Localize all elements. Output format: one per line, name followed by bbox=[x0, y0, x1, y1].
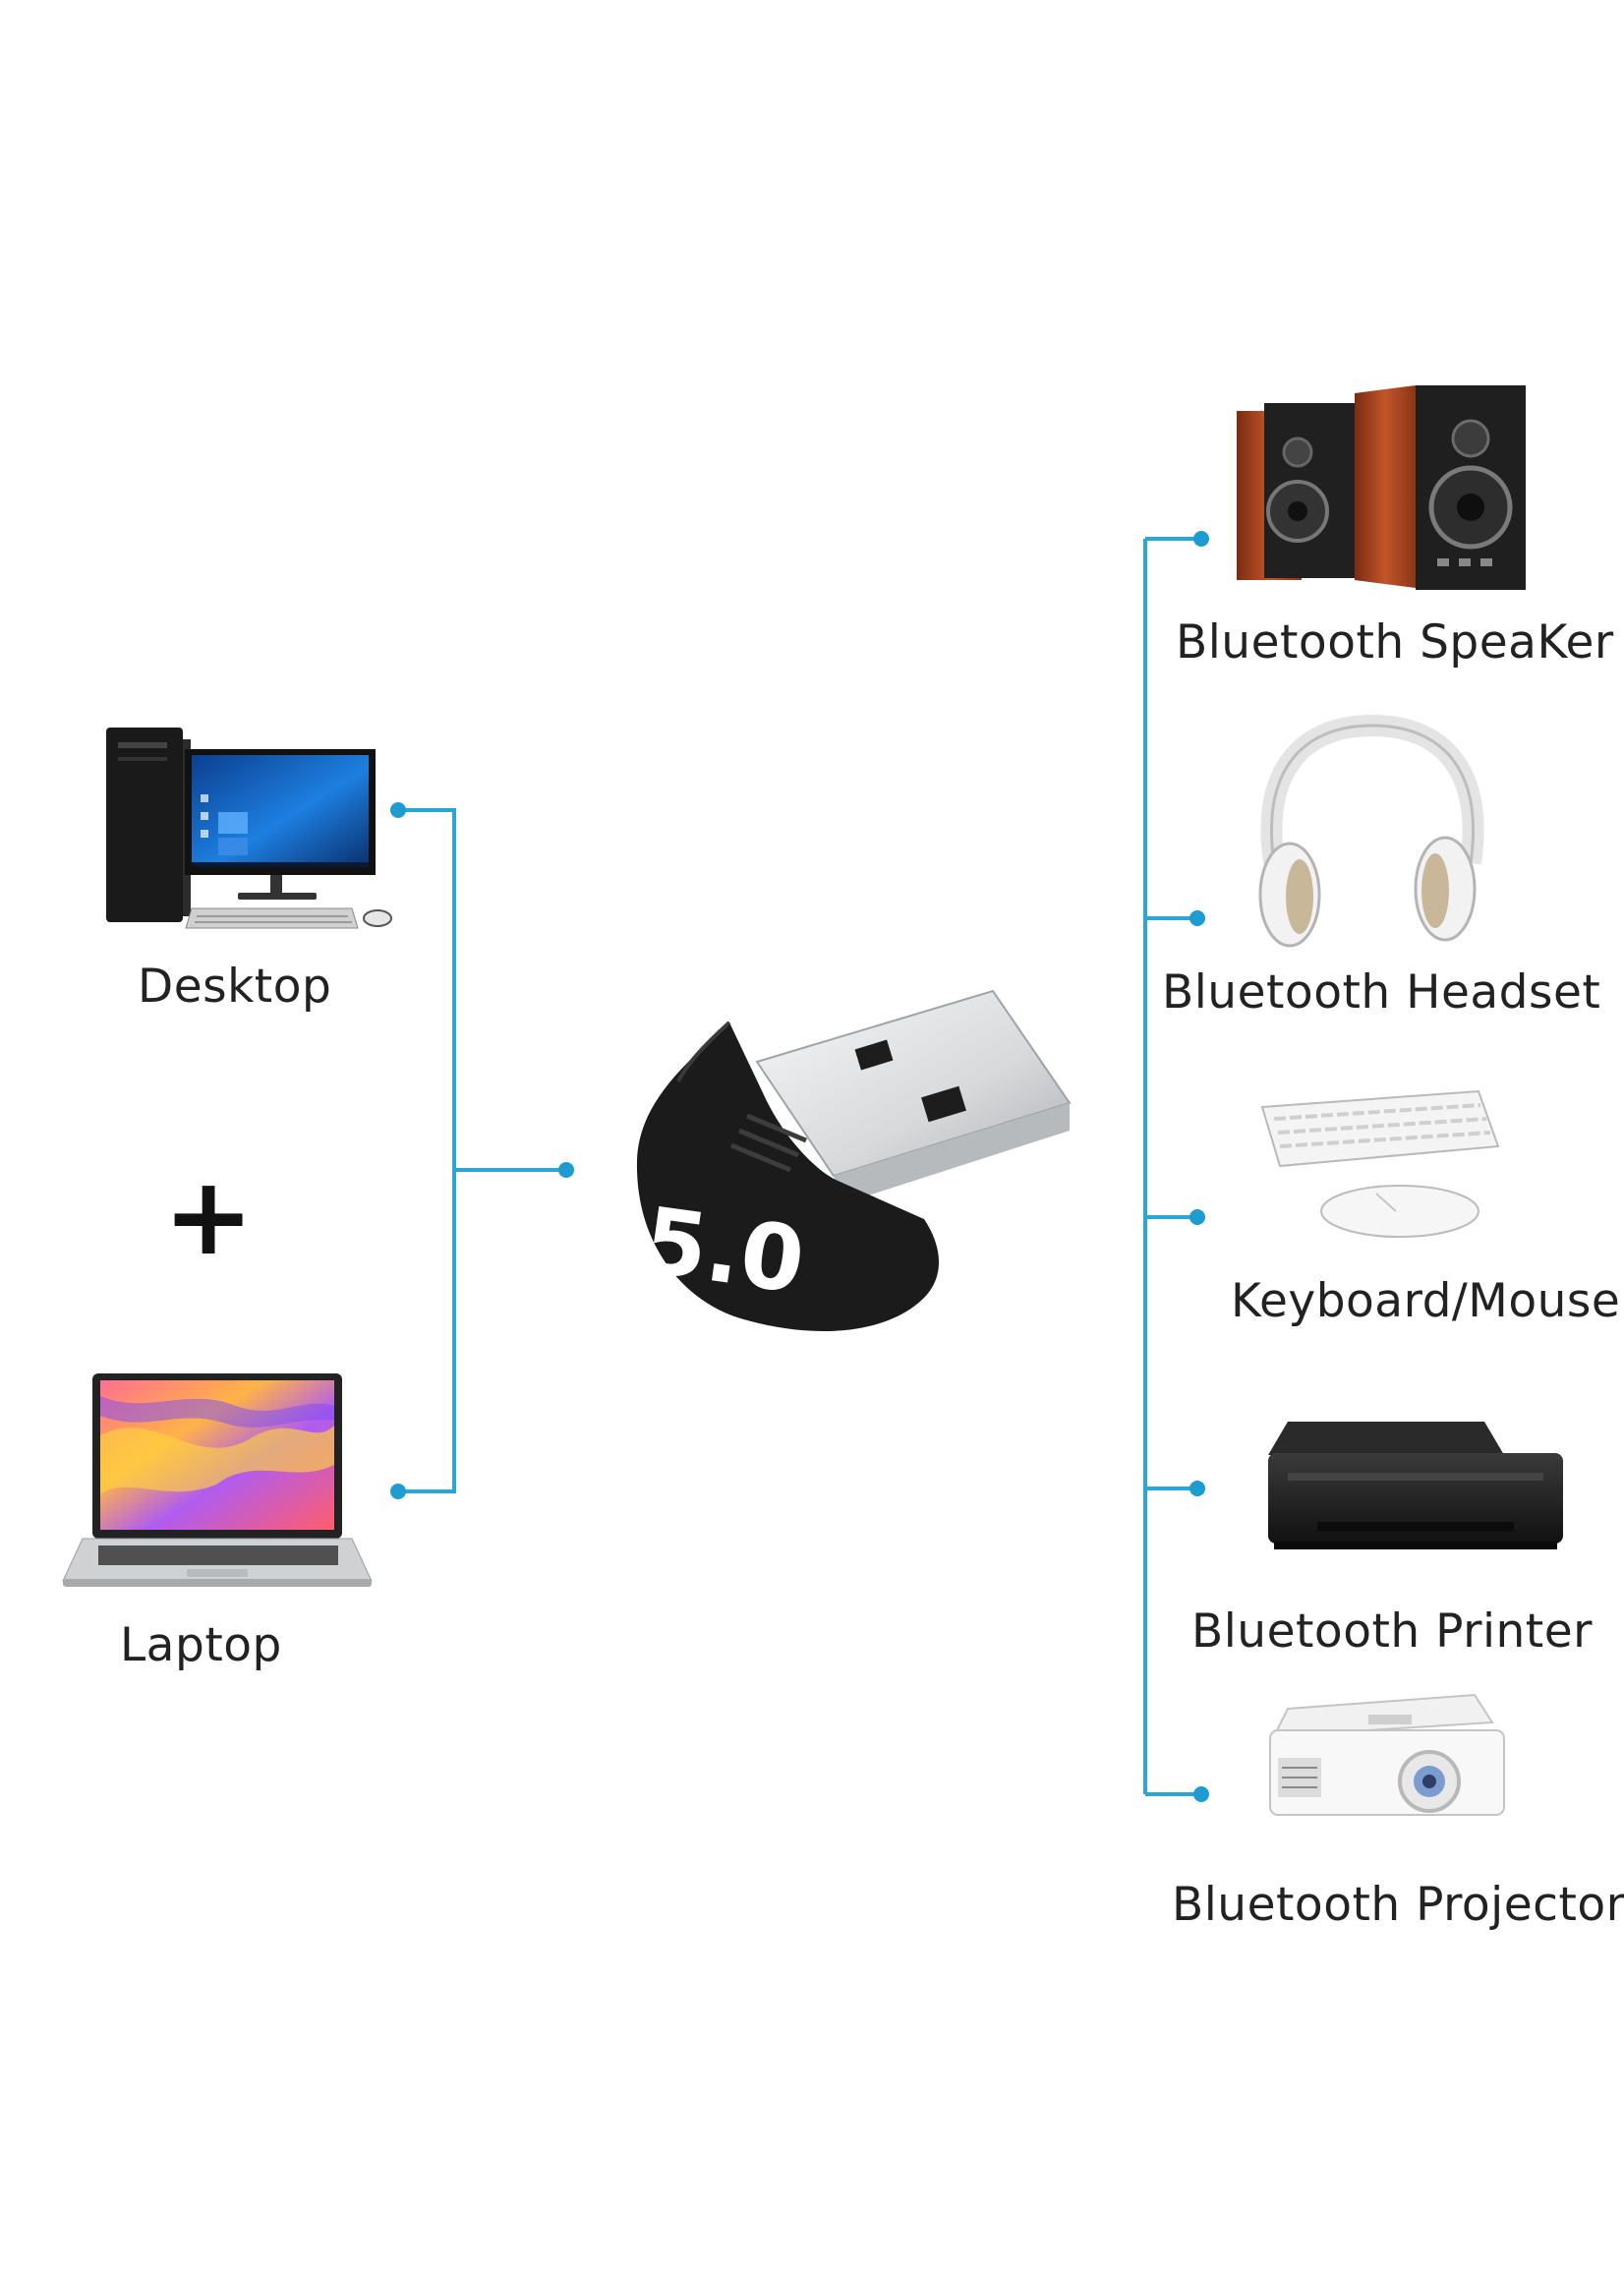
device-label-keyboard-mouse: Keyboard/Mouse bbox=[1231, 1274, 1621, 1328]
headset-icon bbox=[1258, 714, 1484, 948]
right-connector bbox=[1143, 537, 1201, 1796]
device-label-headset: Bluetooth Headset bbox=[1162, 965, 1601, 1020]
keyboard-mouse-icon bbox=[1260, 1089, 1500, 1238]
device-label-printer: Bluetooth Printer bbox=[1191, 1604, 1593, 1659]
desktop-pc-icon bbox=[106, 728, 392, 929]
usb-dongle-icon bbox=[636, 989, 1072, 1331]
laptop-label: Laptop bbox=[120, 1618, 282, 1672]
left-connector bbox=[398, 808, 566, 1493]
right-connector-dots bbox=[1189, 531, 1209, 1802]
projector-icon bbox=[1269, 1693, 1505, 1816]
device-label-projector: Bluetooth Projector bbox=[1172, 1878, 1624, 1932]
laptop-icon bbox=[62, 1373, 373, 1587]
plus-sign: + bbox=[163, 1153, 255, 1279]
device-label-speaker: Bluetooth SpeaKer bbox=[1176, 615, 1614, 670]
printer-icon bbox=[1268, 1422, 1563, 1549]
desktop-label: Desktop bbox=[138, 960, 332, 1014]
dongle-version-text: 5.0 bbox=[637, 1188, 810, 1314]
left-connector-dots bbox=[390, 802, 574, 1499]
speaker-icon bbox=[1237, 385, 1526, 590]
